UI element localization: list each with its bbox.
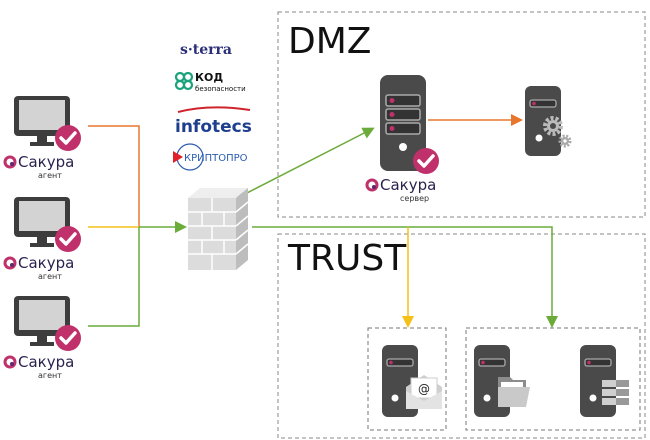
- agent-brand: Сакура: [18, 153, 74, 171]
- agent-3: Сакура агент: [3, 296, 83, 380]
- check-badge-icon: [53, 123, 83, 153]
- sakura-logo-icon: [3, 256, 17, 270]
- envelope-icon: @: [406, 375, 442, 409]
- svg-text:КОД: КОД: [195, 71, 223, 84]
- sakura-logo-icon: [3, 155, 17, 169]
- database-server: [580, 345, 629, 417]
- svg-text:КРИПТОПРО: КРИПТОПРО: [184, 153, 248, 164]
- logo-s-terra: s·terra: [180, 42, 232, 58]
- svg-text:infotecs: infotecs: [175, 117, 252, 137]
- sakura-logo-icon: [3, 355, 17, 369]
- dmz-zone: [277, 11, 646, 218]
- app-server: [525, 86, 572, 156]
- check-badge-icon: [411, 146, 441, 176]
- sakura-logo-icon: [365, 178, 379, 192]
- file-server: [474, 345, 530, 417]
- gears-icon: [543, 116, 572, 148]
- agent-2: Сакура агент: [3, 197, 83, 281]
- logo-kriptopro: КРИПТОПРО: [173, 143, 248, 171]
- trust-zone: [277, 233, 646, 439]
- agent1-link: [88, 125, 140, 227]
- agent-role: агент: [38, 371, 62, 380]
- server-role: сервер: [400, 194, 429, 203]
- kod-clover-icon: [174, 71, 194, 91]
- svg-text:безопасности: безопасности: [195, 85, 246, 93]
- sakura-server: Сакура сервер: [365, 75, 441, 203]
- logo-kod-bezopasnosti: КОД безопасности: [174, 71, 246, 93]
- agent-1: Сакура агент: [3, 96, 83, 180]
- firewall-icon: [188, 188, 249, 270]
- logo-infotecs: infotecs: [175, 106, 252, 137]
- dmz-label: DMZ: [288, 21, 371, 62]
- check-badge-icon: [53, 224, 83, 254]
- check-badge-icon: [53, 323, 83, 353]
- firewall-server-link: [234, 127, 375, 204]
- agent-brand: Сакура: [18, 254, 74, 272]
- trust-label: TRUST: [287, 238, 407, 279]
- storage-stack-icon: [602, 380, 629, 405]
- trust-link: [252, 226, 558, 328]
- agent-brand: Сакура: [18, 353, 74, 371]
- agent-role: агент: [38, 272, 62, 281]
- mail-server: @: [382, 345, 442, 417]
- agent-role: агент: [38, 171, 62, 180]
- svg-text:@: @: [418, 382, 430, 396]
- mail-server-group: [367, 327, 447, 431]
- file-db-server-group: [465, 327, 641, 431]
- agent3-link: [88, 227, 140, 327]
- server-brand: Сакура: [380, 176, 436, 194]
- folder-icon: [498, 377, 530, 407]
